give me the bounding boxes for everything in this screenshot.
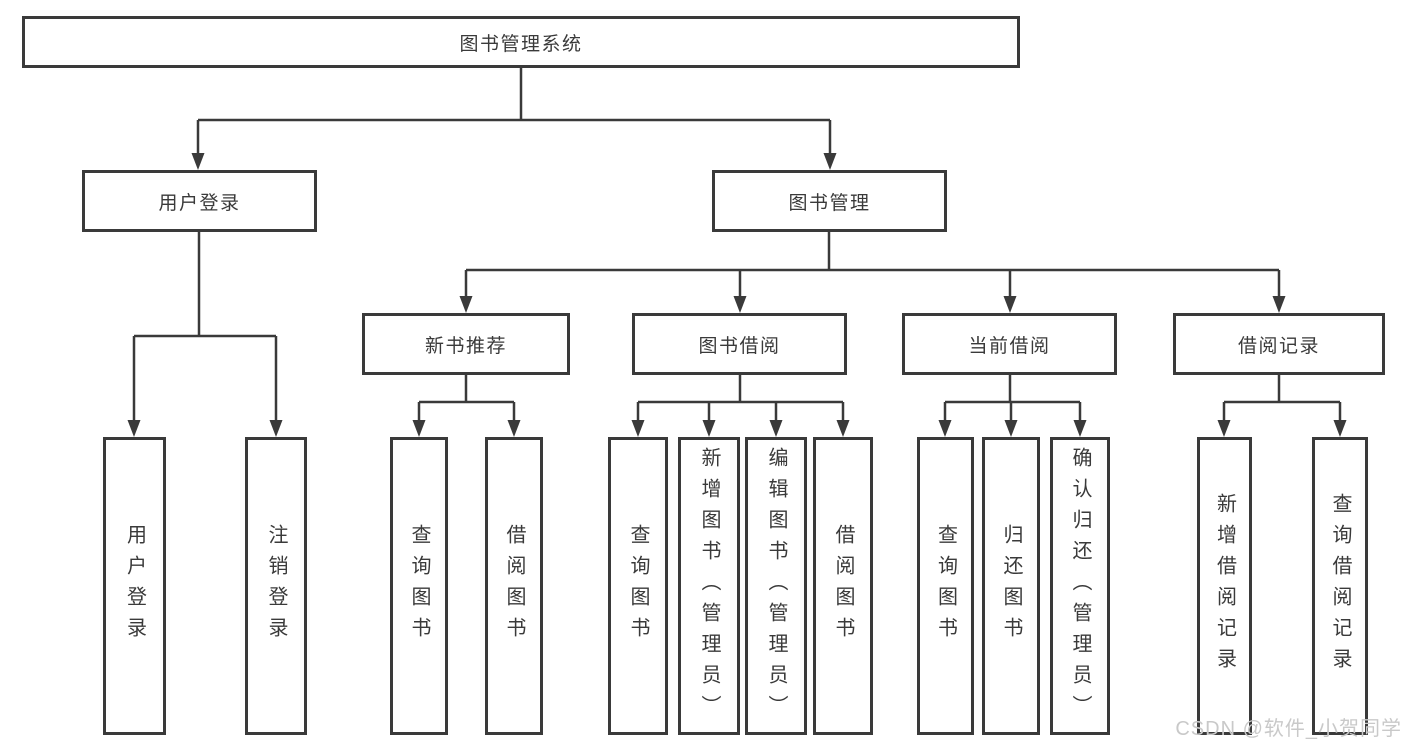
arrowhead-icon bbox=[836, 420, 850, 437]
leaf-query-books-current: 查询图书 bbox=[917, 437, 974, 735]
node-new-book-recommend: 新书推荐 bbox=[362, 313, 570, 375]
arrowhead-icon bbox=[269, 420, 283, 437]
node-book-management: 图书管理 bbox=[712, 170, 947, 232]
leaf-return-books: 归还图书 bbox=[982, 437, 1040, 735]
leaf-query-books-borrow: 查询图书 bbox=[608, 437, 668, 735]
arrowhead-icon bbox=[938, 420, 952, 437]
node-borrow-records: 借阅记录 bbox=[1173, 313, 1385, 375]
leaf-logout: 注销登录 bbox=[245, 437, 307, 735]
leaf-borrow-books: 借阅图书 bbox=[813, 437, 873, 735]
node-current-borrow: 当前借阅 bbox=[902, 313, 1117, 375]
arrowhead-icon bbox=[1217, 420, 1231, 437]
arrowhead-icon bbox=[769, 420, 783, 437]
arrowhead-icon bbox=[1333, 420, 1347, 437]
node-root: 图书管理系统 bbox=[22, 16, 1020, 68]
arrowhead-icon bbox=[1073, 420, 1087, 437]
leaf-confirm-return-admin: 确认归还（管理员） bbox=[1050, 437, 1110, 735]
leaf-borrow-books-recommend: 借阅图书 bbox=[485, 437, 543, 735]
csdn-watermark: CSDN @软件_小贺同学 bbox=[1175, 718, 1402, 740]
leaf-query-books-recommend: 查询图书 bbox=[390, 437, 448, 735]
arrowhead-icon bbox=[1004, 420, 1018, 437]
arrowhead-icon bbox=[1003, 296, 1017, 313]
node-book-borrow: 图书借阅 bbox=[632, 313, 847, 375]
arrowhead-icon bbox=[507, 420, 521, 437]
node-user-login: 用户登录 bbox=[82, 170, 317, 232]
arrowhead-icon bbox=[733, 296, 747, 313]
leaf-edit-book-admin: 编辑图书（管理员） bbox=[745, 437, 807, 735]
arrowhead-icon bbox=[191, 153, 205, 170]
leaf-add-book-admin: 新增图书（管理员） bbox=[678, 437, 740, 735]
arrowhead-icon bbox=[127, 420, 141, 437]
arrowhead-icon bbox=[412, 420, 426, 437]
arrowhead-icon bbox=[702, 420, 716, 437]
arrowhead-icon bbox=[1272, 296, 1286, 313]
arrowhead-icon bbox=[823, 153, 837, 170]
leaf-query-borrow-record: 查询借阅记录 bbox=[1312, 437, 1368, 735]
arrowhead-icon bbox=[459, 296, 473, 313]
leaf-user-login: 用户登录 bbox=[103, 437, 166, 735]
arrowhead-icon bbox=[631, 420, 645, 437]
leaf-add-borrow-record: 新增借阅记录 bbox=[1197, 437, 1252, 735]
